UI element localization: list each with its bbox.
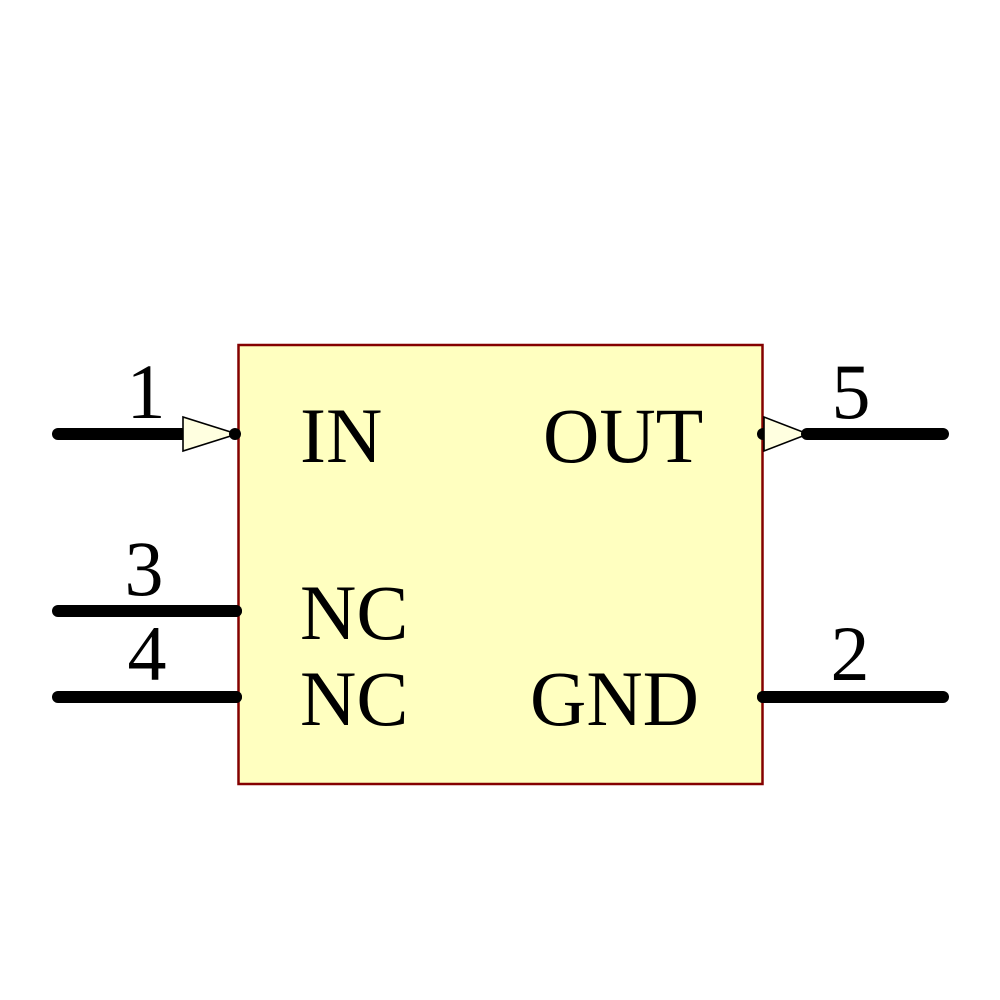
output-arrow-icon bbox=[763, 415, 811, 453]
pin-1-label: IN bbox=[300, 392, 382, 479]
pin-4-label: NC bbox=[300, 655, 408, 742]
input-arrow-icon bbox=[182, 415, 240, 453]
pin-3-junction-dot bbox=[230, 605, 242, 617]
pin-4-junction-dot bbox=[230, 691, 242, 703]
component-body[interactable] bbox=[237, 343, 764, 786]
pin-5-label: OUT bbox=[543, 392, 703, 479]
pin-3-number: 3 bbox=[125, 525, 164, 612]
pin-4-number: 4 bbox=[128, 610, 167, 697]
pin-1-junction-dot bbox=[229, 428, 241, 440]
pin-1-number: 1 bbox=[127, 348, 166, 435]
pin-3-label: NC bbox=[300, 569, 408, 656]
pin-2-label: GND bbox=[530, 655, 699, 742]
pin-5-number: 5 bbox=[832, 348, 871, 435]
pin-2-number: 2 bbox=[831, 610, 870, 697]
